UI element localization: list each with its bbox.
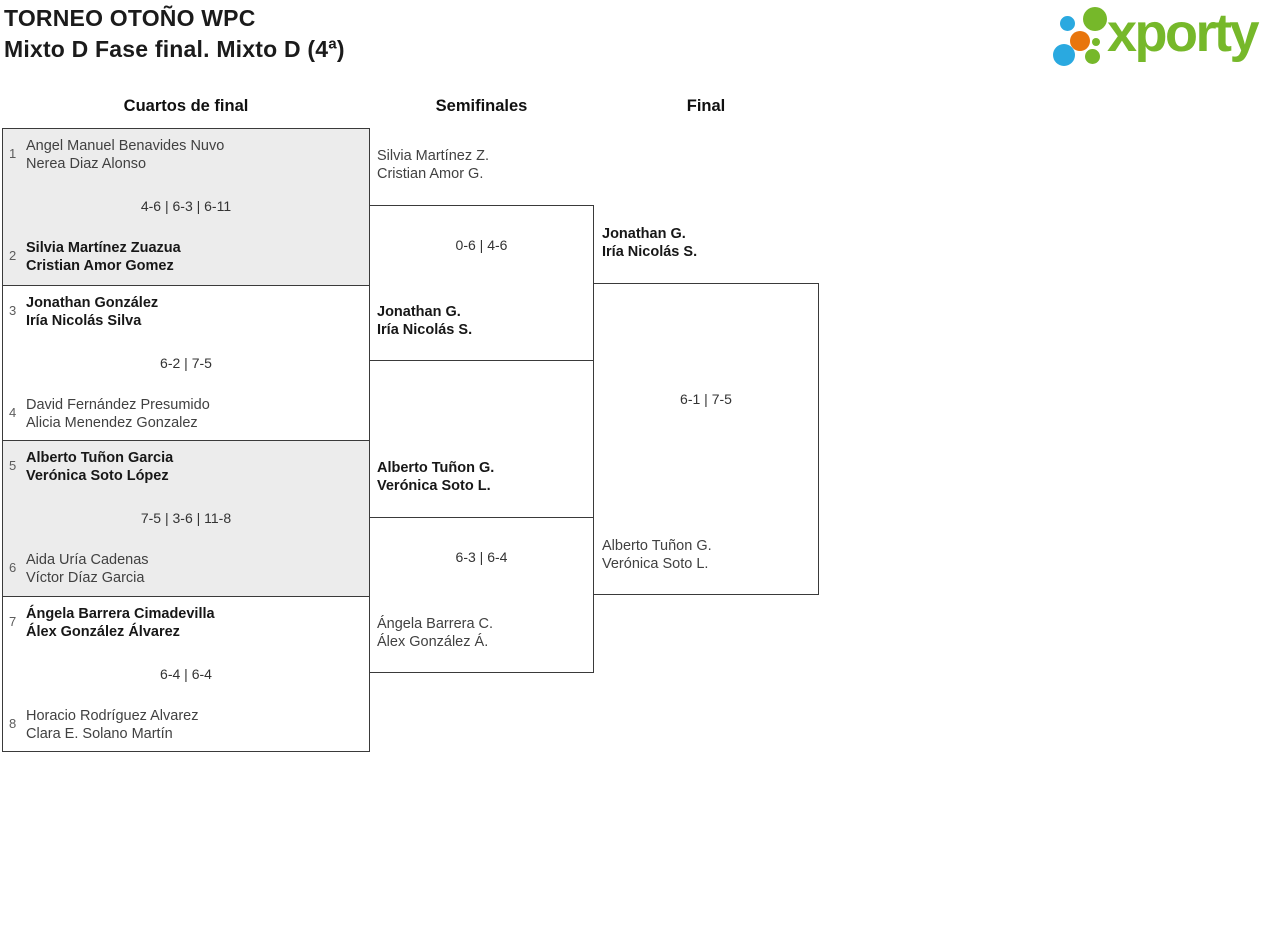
player-name: Alberto Tuñon G.	[377, 460, 495, 476]
team-entry: Silvia Martínez Z. Cristian Amor G.	[377, 147, 489, 183]
seed-number: 4	[9, 405, 17, 420]
team-entry: Angel Manuel Benavides Nuvo Nerea Diaz A…	[26, 137, 224, 173]
team-entry: Horacio Rodríguez Alvarez Clara E. Solan…	[26, 707, 198, 743]
player-name: Verónica Soto L.	[602, 556, 709, 572]
logo-wordmark: xporty	[1107, 3, 1260, 63]
team-entry: Silvia Martínez Zuazua Cristian Amor Gom…	[26, 239, 181, 275]
semifinal-2-box	[369, 517, 594, 673]
seed-number: 2	[9, 248, 17, 263]
player-name: Iría Nicolás Silva	[26, 313, 142, 329]
player-name: Jonathan González	[26, 295, 159, 311]
seed-number: 5	[9, 458, 17, 473]
player-name: Horacio Rodríguez Alvarez	[26, 708, 199, 724]
quarterfinal-match-1: 1 Angel Manuel Benavides Nuvo Nerea Diaz…	[3, 129, 369, 285]
seed-number: 8	[9, 716, 17, 731]
seed-number: 6	[9, 560, 17, 575]
quarterfinals-column: 1 Angel Manuel Benavides Nuvo Nerea Diaz…	[2, 128, 370, 752]
team-entry: Alberto Tuñon G. Verónica Soto L.	[602, 537, 712, 573]
player-name: Angel Manuel Benavides Nuvo	[26, 138, 225, 154]
seed-number: 3	[9, 303, 17, 318]
player-name: Iría Nicolás S.	[377, 322, 473, 338]
logo-dot-blue-small-icon	[1060, 16, 1075, 31]
player-name: Jonathan G.	[377, 304, 461, 320]
match-score: 6-4 | 6-4	[160, 666, 212, 682]
seed-number: 7	[9, 614, 17, 629]
player-name: Silvia Martínez Zuazua	[26, 240, 181, 256]
player-name: Verónica Soto L.	[377, 478, 491, 494]
tournament-name: TORNEO OTOÑO WPC	[4, 5, 256, 31]
quarterfinal-match-2: 3 Jonathan González Iría Nicolás Silva 6…	[3, 285, 369, 441]
round-header-quarterfinals: Cuartos de final	[123, 97, 249, 115]
round-header-final: Final	[686, 97, 726, 115]
xporty-logo[interactable]: xporty	[1050, 3, 1276, 69]
logo-dot-green-small-icon	[1085, 49, 1100, 64]
player-name: Silvia Martínez Z.	[377, 148, 489, 164]
seed-number: 1	[9, 146, 17, 161]
phase-name: Mixto D Fase final. Mixto D (4ª)	[4, 36, 345, 62]
player-name: Clara E. Solano Martín	[26, 726, 173, 742]
match-score: 7-5 | 3-6 | 11-8	[140, 510, 232, 526]
logo-dot-green-tiny-icon	[1092, 38, 1100, 46]
page-title: TORNEO OTOÑO WPC Mixto D Fase final. Mix…	[4, 3, 345, 65]
quarterfinal-match-3: 5 Alberto Tuñon Garcia Verónica Soto Lóp…	[3, 440, 369, 596]
match-score: 0-6 | 4-6	[455, 237, 508, 253]
logo-dot-orange-icon	[1070, 31, 1090, 51]
player-name: Cristian Amor G.	[377, 166, 484, 182]
player-name: Ángela Barrera Cimadevilla	[26, 606, 215, 622]
team-entry: Jonathan G. Iría Nicolás S.	[377, 303, 472, 339]
team-entry: Ángela Barrera C. Álex González Á.	[377, 615, 493, 651]
player-name: Nerea Diaz Alonso	[26, 156, 147, 172]
match-score: 4-6 | 6-3 | 6-11	[140, 198, 232, 214]
round-header-semifinals: Semifinales	[435, 97, 528, 115]
player-name: Alberto Tuñon Garcia	[26, 450, 174, 466]
match-score: 6-1 | 7-5	[680, 391, 732, 407]
player-name: Aida Uría Cadenas	[26, 552, 149, 568]
player-name: Víctor Díaz Garcia	[26, 570, 145, 586]
team-entry: Jonathan G. Iría Nicolás S.	[602, 225, 697, 261]
final-box	[593, 283, 819, 595]
match-score: 6-2 | 7-5	[160, 355, 212, 371]
player-name: David Fernández Presumido	[26, 397, 210, 413]
team-entry: Jonathan González Iría Nicolás Silva	[26, 294, 158, 330]
player-name: Alicia Menendez Gonzalez	[26, 415, 198, 431]
player-name: Álex González Álvarez	[26, 624, 180, 640]
quarterfinal-match-4: 7 Ángela Barrera Cimadevilla Álex Gonzál…	[3, 596, 369, 752]
team-entry: Alberto Tuñon G. Verónica Soto L.	[377, 459, 494, 495]
player-name: Iría Nicolás S.	[602, 244, 698, 260]
team-entry: Alberto Tuñon Garcia Verónica Soto López	[26, 449, 173, 485]
logo-dot-blue-large-icon	[1053, 44, 1075, 66]
team-entry: Aida Uría Cadenas Víctor Díaz Garcia	[26, 551, 149, 587]
team-entry: Ángela Barrera Cimadevilla Álex González…	[26, 605, 215, 641]
player-name: Jonathan G.	[602, 226, 686, 242]
player-name: Ángela Barrera C.	[377, 616, 494, 632]
logo-dot-green-large-icon	[1083, 7, 1107, 31]
player-name: Verónica Soto López	[26, 468, 169, 484]
player-name: Alberto Tuñon G.	[602, 538, 712, 554]
player-name: Cristian Amor Gomez	[26, 258, 174, 274]
player-name: Álex González Á.	[377, 634, 489, 650]
team-entry: David Fernández Presumido Alicia Menende…	[26, 396, 210, 432]
match-score: 6-3 | 6-4	[455, 549, 508, 565]
